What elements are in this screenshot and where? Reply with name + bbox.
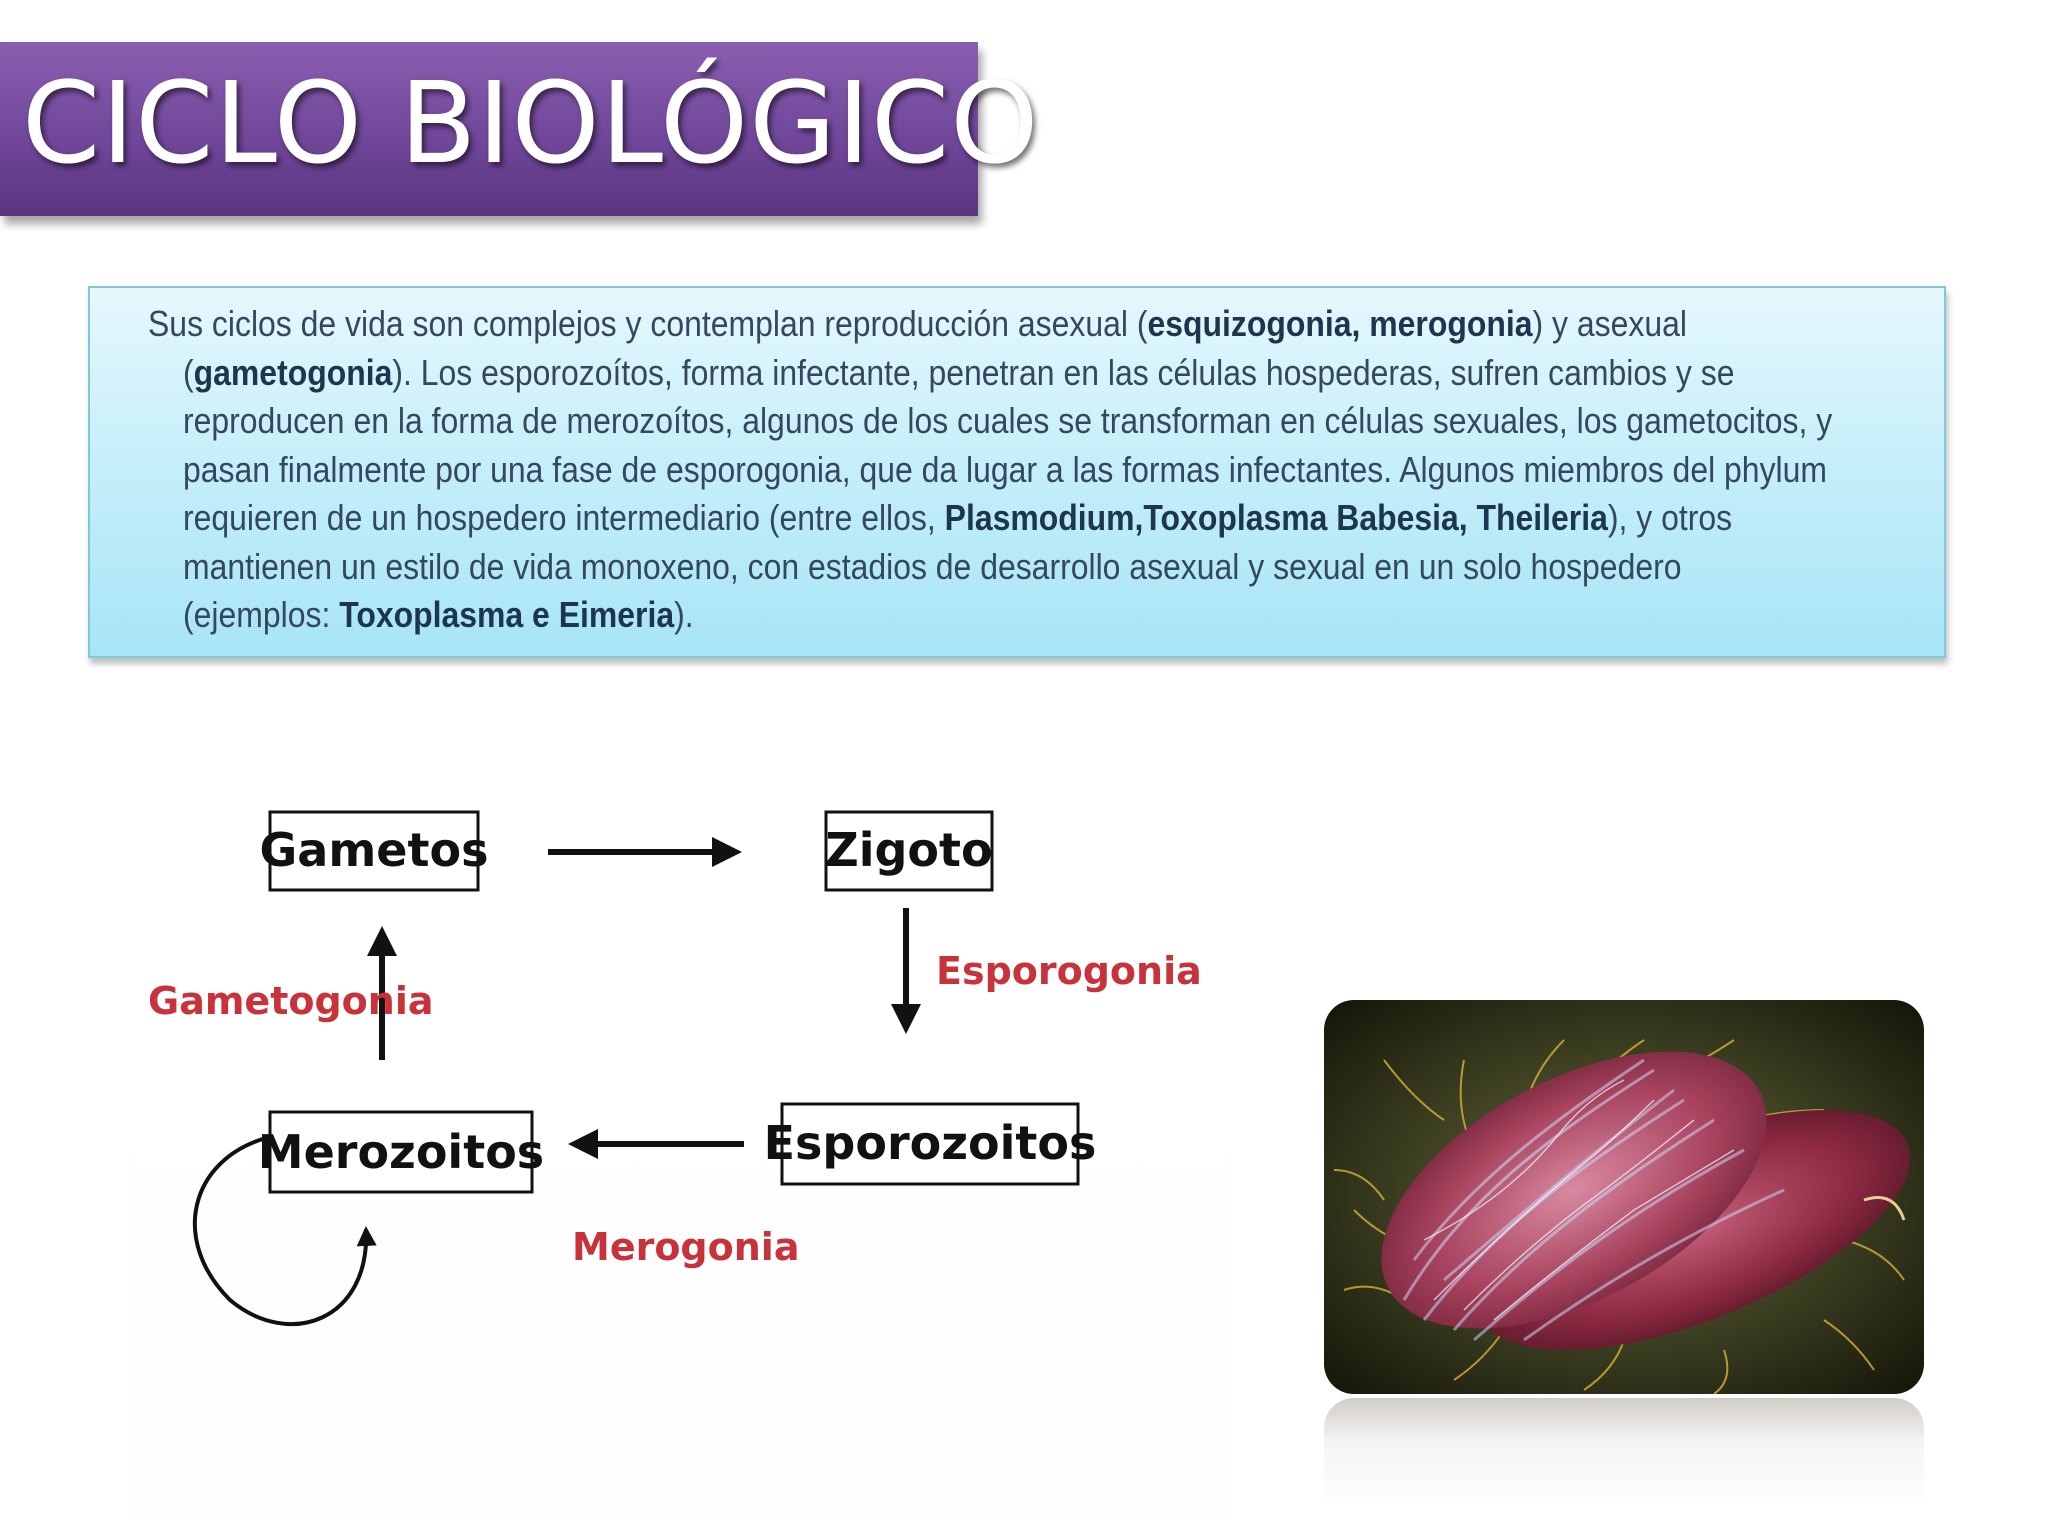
life-cycle-diagram: Gametos Zigoto Esporozoitos Merozoitos — [130, 760, 1230, 1520]
paragraph-line: reproducen en la forma de merozoítos, al… — [183, 400, 1833, 441]
paragraph-line: Sus ciclos de vida son complejos y conte… — [148, 303, 1687, 344]
paragraph-line: (gametogonia). Los esporozoítos, forma i… — [183, 351, 1735, 393]
description-paragraph: Sus ciclos de vida son complejos y conte… — [148, 300, 1916, 640]
node-gametos-label: Gametos — [260, 823, 489, 877]
node-esporozoitos: Esporozoitos — [764, 1102, 1097, 1186]
paragraph-line: mantienen un estilo de vida monoxeno, co… — [183, 545, 1682, 587]
photo-reflection — [1324, 1398, 1924, 1508]
node-merozoitos: Merozoitos — [258, 1110, 544, 1194]
edge-label-merogonia: Merogonia — [572, 1225, 799, 1269]
page-title: CICLO BIOLÓGICO — [22, 59, 1040, 189]
node-zigoto: Zigoto — [824, 810, 994, 892]
arrow-merozoitos-self-loop — [192, 1136, 377, 1327]
parasite-micrograph-image — [1324, 1000, 1924, 1394]
paragraph-line: pasan finalmente por una fase de esporog… — [183, 448, 1828, 490]
title-banner — [0, 42, 978, 216]
parasite-photo — [1324, 1000, 1924, 1394]
life-cycle-svg: Gametos Zigoto Esporozoitos Merozoitos — [148, 810, 1202, 1327]
node-esporozoitos-label: Esporozoitos — [764, 1116, 1097, 1170]
parasite-illustration — [1333, 1039, 1910, 1394]
description-box: Sus ciclos de vida son complejos y conte… — [88, 286, 1946, 658]
paragraph-line: requieren de un hospedero intermediario … — [183, 497, 1733, 538]
node-merozoitos-label: Merozoitos — [258, 1125, 544, 1179]
edge-label-esporogonia: Esporogonia — [936, 949, 1202, 993]
node-zigoto-label: Zigoto — [825, 823, 992, 877]
node-gametos: Gametos — [260, 810, 489, 892]
paragraph-line: (ejemplos: Toxoplasma e Eimeria). — [183, 594, 694, 635]
edge-label-gametogonia: Gametogonia — [148, 979, 434, 1023]
